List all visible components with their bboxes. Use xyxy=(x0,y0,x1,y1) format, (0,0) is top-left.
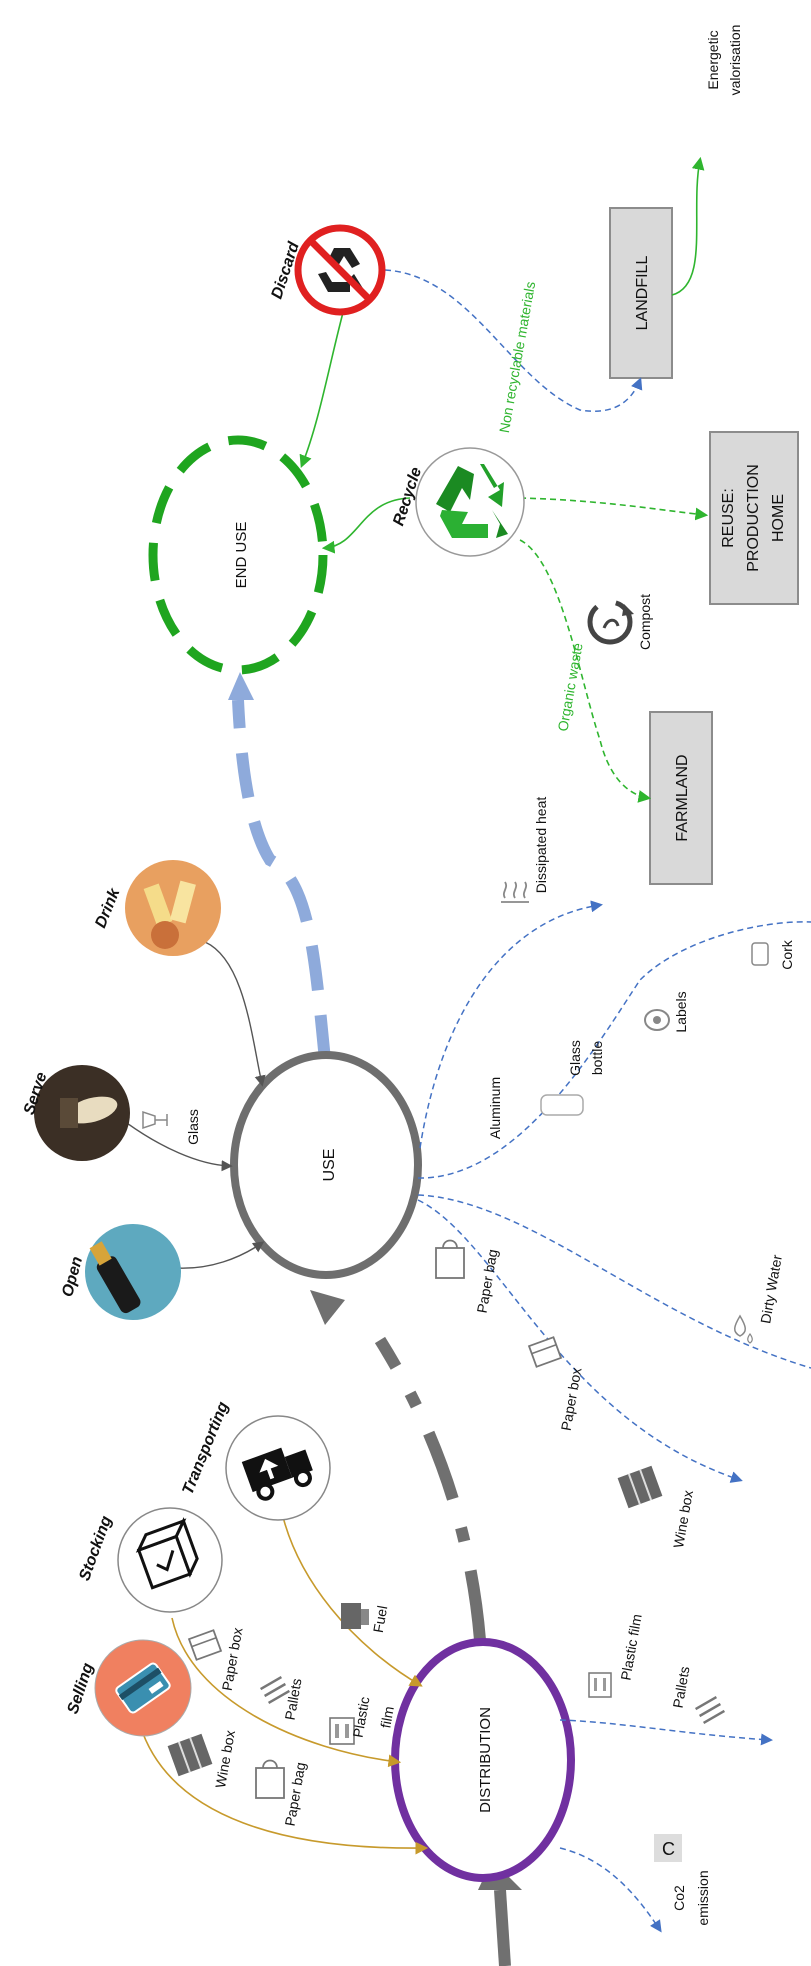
serve-to-use-flow xyxy=(120,1118,230,1166)
use-input-flows xyxy=(120,942,262,1268)
stocking-action: Stocking xyxy=(76,1508,222,1612)
end-use-arrowhead xyxy=(228,672,254,700)
wine-box-output-label: Wine box xyxy=(670,1489,696,1549)
recycle-to-farmland-flow xyxy=(520,540,648,798)
paper-bag-output-icon xyxy=(436,1241,464,1279)
discard-to-end-use-flow xyxy=(302,305,345,465)
non-recyclable-label: Non recyclable materials xyxy=(496,280,538,434)
incoming-flow-arrow xyxy=(500,1890,505,1966)
dissipated-heat-label: Dissipated heat xyxy=(533,797,549,894)
paper-bag-output-label: Paper bag xyxy=(474,1248,501,1314)
reuse-label-2: PRODUCTION xyxy=(745,464,762,572)
recycle-to-reuse-flow xyxy=(520,498,705,515)
labels-label: Labels xyxy=(673,991,689,1032)
organic-waste-label: Organic waste xyxy=(554,641,585,732)
stocking-label: Stocking xyxy=(76,1514,115,1584)
compost-label: Compost xyxy=(637,594,653,650)
serve-action: Serve xyxy=(21,1065,130,1161)
plastic-film-flow xyxy=(560,1720,770,1740)
farmland-label: FARMLAND xyxy=(674,754,691,841)
paper-bag-input-label: Paper bag xyxy=(282,1761,309,1827)
cork-label: Cork xyxy=(779,939,795,970)
wine-box-input-label: Wine box xyxy=(212,1729,238,1789)
paper-box-output-label: Paper box xyxy=(558,1366,585,1432)
dirty-water-label: Dirty Water xyxy=(757,1253,785,1325)
valorisation-label: valorisation xyxy=(727,25,743,96)
landfill-label: LANDFILL xyxy=(634,256,651,331)
paper-bag-icon xyxy=(256,1761,284,1799)
paper-box-output-icon xyxy=(529,1337,561,1367)
drink-action: Drink xyxy=(92,860,221,956)
plastic-film-output-icon xyxy=(589,1673,611,1697)
aluminum-label: Aluminum xyxy=(487,1077,503,1139)
emission-label: emission xyxy=(695,1870,711,1925)
energetic-label: Energetic xyxy=(705,30,721,89)
drink-label: Drink xyxy=(92,885,123,930)
glass-bottle-icon xyxy=(541,1095,583,1115)
drink-to-use-flow xyxy=(205,942,262,1084)
glass-output-label: Glass xyxy=(567,1040,583,1076)
use-arrowhead xyxy=(310,1290,345,1325)
reuse-label-1: REUSE: xyxy=(720,488,737,548)
co2-label: Co2 xyxy=(671,1885,687,1911)
selling-action: Selling xyxy=(65,1640,191,1736)
pallets-output-label: Pallets xyxy=(670,1665,693,1709)
water-drop-icon xyxy=(735,1316,753,1343)
recycle-action: Recycle xyxy=(390,448,524,556)
use-label: USE xyxy=(321,1149,338,1182)
paper-box-icon xyxy=(189,1630,221,1660)
selling-label: Selling xyxy=(65,1661,97,1716)
film-input-label: film xyxy=(377,1705,397,1729)
wine-box-icon xyxy=(168,1734,213,1776)
open-action: Open xyxy=(59,1224,181,1320)
wine-box-output-icon xyxy=(618,1466,663,1508)
use-to-end-use-arrow xyxy=(238,700,325,1060)
plastic-input-label: Plastic xyxy=(350,1695,373,1738)
paper-box-input-label: Paper box xyxy=(219,1626,246,1692)
landfill-to-energetic-flow xyxy=(672,160,700,295)
end-use-label: END USE xyxy=(233,522,250,589)
heat-icon xyxy=(501,882,529,902)
distribution-to-use-arrow xyxy=(380,1340,480,1640)
reuse-label-3: HOME xyxy=(770,494,787,542)
plastic-film-output-label: Plastic film xyxy=(617,1613,644,1682)
compost-icon xyxy=(590,602,634,642)
discard-action: Discard xyxy=(269,228,382,312)
transporting-label: Transporting xyxy=(180,1399,233,1497)
transporting-action: Transporting xyxy=(180,1399,330,1520)
fuel-input-label: Fuel xyxy=(370,1604,390,1634)
open-to-use-flow xyxy=(175,1243,262,1268)
labels-icon xyxy=(645,1010,669,1030)
wine-glass-icon xyxy=(143,1112,167,1128)
cork-icon xyxy=(752,943,768,965)
pallets-output-icon xyxy=(696,1697,725,1723)
open-label: Open xyxy=(59,1255,86,1299)
dirty-water-flow xyxy=(418,1195,811,1368)
transporting-to-distribution-flow xyxy=(278,1492,420,1685)
co2-flow xyxy=(560,1848,660,1930)
co2-icon: C xyxy=(654,1834,682,1862)
wine-box-output-flow xyxy=(418,1200,740,1480)
bottle-output-label: bottle xyxy=(589,1041,605,1075)
fuel-icon xyxy=(341,1603,369,1629)
glass-input-label: Glass xyxy=(185,1109,201,1145)
distribution-label: DISTRIBUTION xyxy=(477,1707,494,1813)
svg-text:C: C xyxy=(662,1839,675,1859)
